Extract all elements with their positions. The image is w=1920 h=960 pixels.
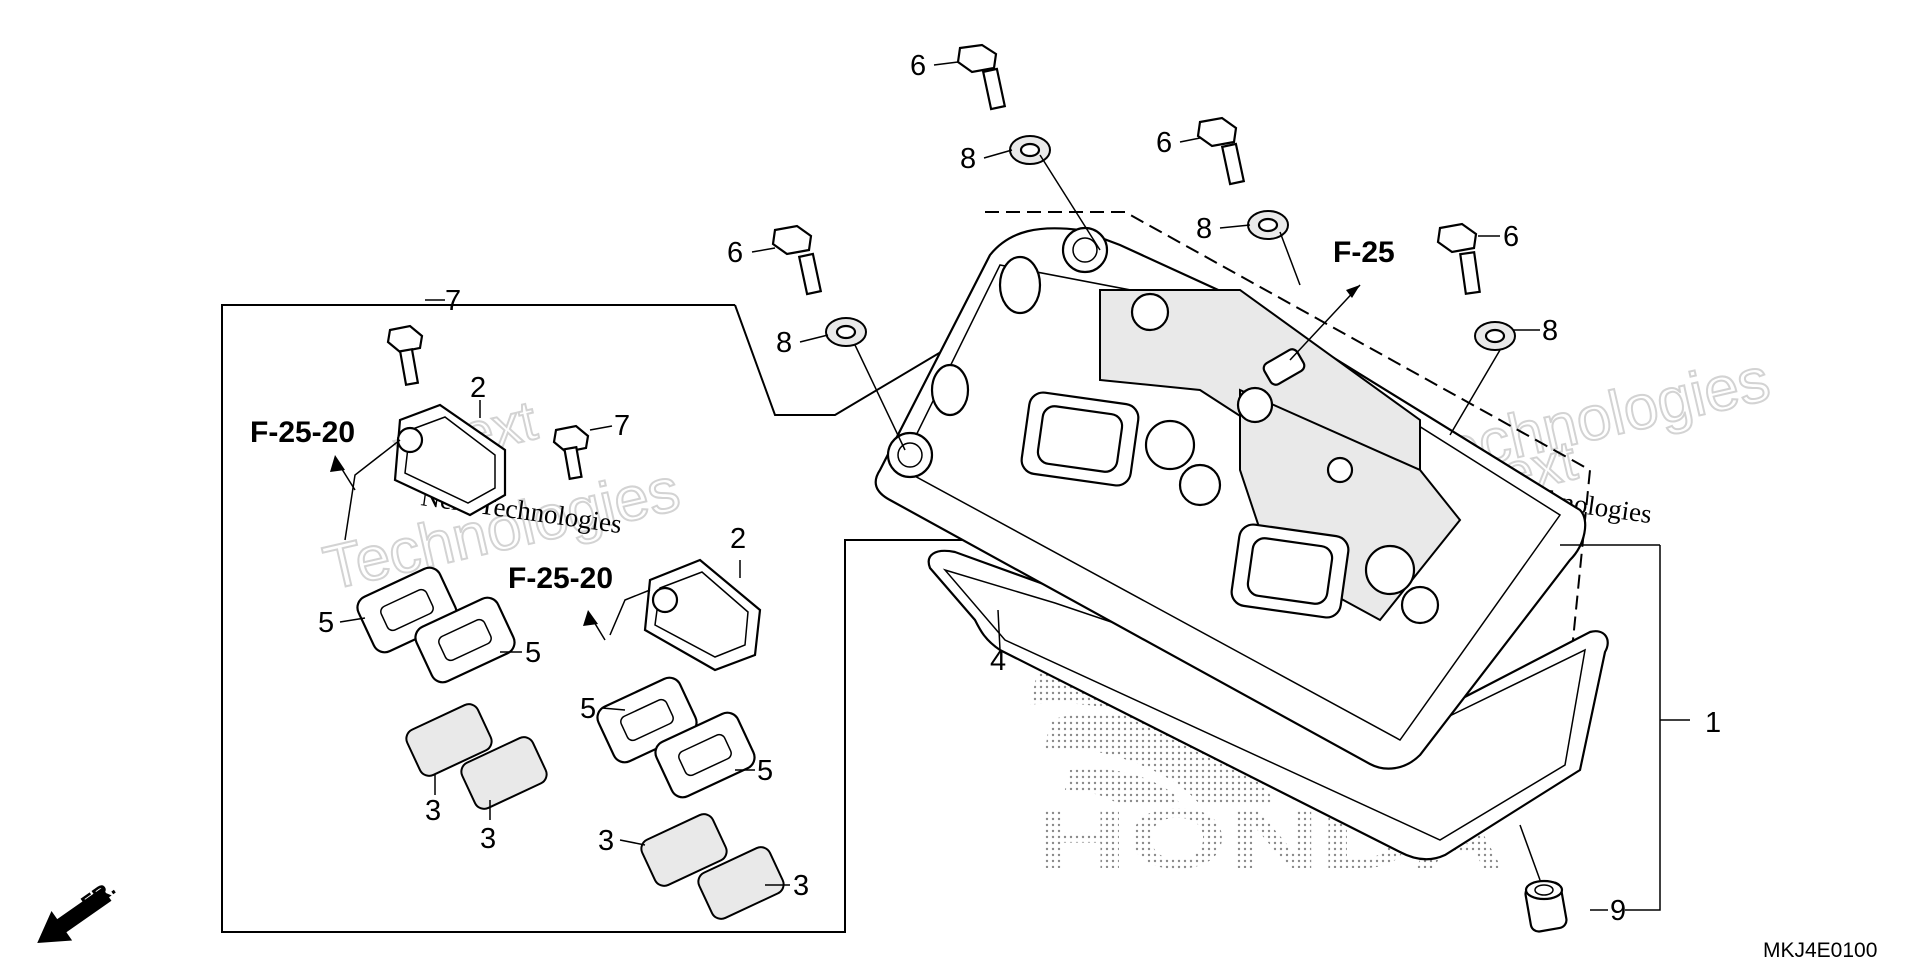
callout-8: 8 xyxy=(1542,315,1558,347)
bolt-set-b xyxy=(1196,116,1289,240)
callout-5: 5 xyxy=(318,607,334,639)
callout-2: 2 xyxy=(470,372,486,404)
damper-3-group xyxy=(405,703,785,920)
left-assembly-frame xyxy=(221,304,975,933)
diagram-code: MKJ4E0100 xyxy=(1763,939,1877,960)
seal-5-group xyxy=(356,566,756,799)
callout-3: 3 xyxy=(480,823,496,855)
ignition-coil-b xyxy=(643,558,762,672)
part-9-cap xyxy=(1524,879,1568,933)
callout-5: 5 xyxy=(525,637,541,669)
callout-3: 3 xyxy=(793,870,809,902)
callout-3: 3 xyxy=(425,795,441,827)
arrow-left-icon xyxy=(37,887,112,943)
callout-1: 1 xyxy=(1705,707,1721,739)
callout-3: 3 xyxy=(598,825,614,857)
callout-6: 6 xyxy=(910,50,926,82)
callout-numbers: 1 2 2 3 3 3 3 4 5 5 5 5 6 6 6 6 7 7 8 8 … xyxy=(318,50,1721,927)
callout-4: 4 xyxy=(990,645,1006,677)
callout-6: 6 xyxy=(1156,127,1172,159)
callout-5: 5 xyxy=(580,693,596,725)
bolt-set-c xyxy=(771,224,867,347)
reference-f-25[interactable]: F-25 xyxy=(1333,236,1395,269)
callout-6: 6 xyxy=(727,237,743,269)
bolt-set-d xyxy=(1436,222,1516,351)
front-direction-arrow xyxy=(37,887,112,943)
callout-9: 9 xyxy=(1610,895,1626,927)
callout-8: 8 xyxy=(1196,213,1212,245)
bolt-7-b xyxy=(552,424,590,481)
callout-7: 7 xyxy=(614,410,630,442)
reference-f-25-20[interactable]: F-25-20 xyxy=(250,416,355,449)
reference-f-25-20[interactable]: F-25-20 xyxy=(508,562,613,595)
callout-5: 5 xyxy=(757,755,773,787)
callout-8: 8 xyxy=(960,143,976,175)
callout-6: 6 xyxy=(1503,221,1519,253)
callout-7: 7 xyxy=(445,285,461,317)
bolt-7-a xyxy=(386,324,424,387)
leader-lines xyxy=(330,61,1690,911)
callout-8: 8 xyxy=(776,327,792,359)
ignition-coil-a xyxy=(393,403,507,517)
callout-2: 2 xyxy=(730,523,746,555)
cylinder-head-cover xyxy=(874,226,1587,770)
